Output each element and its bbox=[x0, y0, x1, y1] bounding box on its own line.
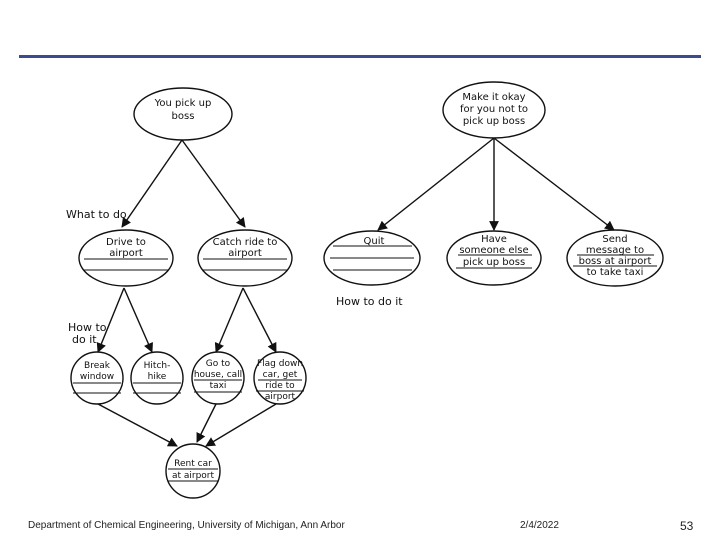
node-text: You pick up bbox=[154, 98, 212, 109]
node-text: Break bbox=[84, 361, 111, 371]
footer-department: Department of Chemical Engineering, Univ… bbox=[28, 520, 345, 531]
node-text: Make it okay bbox=[462, 92, 525, 103]
connector-arrows bbox=[96, 137, 615, 447]
node-text: airport bbox=[228, 248, 262, 259]
node-text: Drive to bbox=[106, 237, 146, 248]
node-flag-down-car: Flag down car, get ride to airport bbox=[253, 351, 307, 405]
node-text: for you not to bbox=[460, 104, 528, 115]
node-text: airport bbox=[265, 392, 296, 402]
node-drive-to-airport: Drive to airport bbox=[78, 229, 174, 287]
what-to-do-label: What to do bbox=[66, 208, 127, 221]
arrow-ride-to-house bbox=[214, 287, 244, 353]
node-rent-car-at-airport: Rent car at airport bbox=[165, 443, 221, 499]
title-divider-line bbox=[19, 55, 701, 58]
node-hitchhike: Hitch- hike bbox=[130, 351, 184, 405]
node-text: pick up boss bbox=[463, 116, 525, 127]
node-text: window bbox=[80, 372, 114, 382]
node-text: Go to bbox=[206, 359, 231, 369]
node-text: Hitch- bbox=[144, 361, 171, 371]
node-break-window: Break window bbox=[70, 351, 124, 405]
node-send-message: Send message to boss at airport to take … bbox=[566, 229, 664, 287]
node-make-it-okay: Make it okay for you not to pick up boss bbox=[442, 81, 546, 139]
node-text: Quit bbox=[364, 236, 385, 247]
footer-date: 2/4/2022 bbox=[520, 520, 559, 531]
how-to-do-it-label-left-line2: do it bbox=[72, 333, 97, 346]
node-text: Have bbox=[481, 234, 507, 245]
node-text: ride to bbox=[265, 381, 295, 391]
arrow-break-to-rent bbox=[97, 403, 178, 447]
node-text: Flag down bbox=[257, 359, 303, 369]
arrow-drive-to-hitch bbox=[123, 287, 153, 353]
arrow-okay-to-quit bbox=[377, 137, 495, 231]
node-text: Send bbox=[602, 234, 627, 245]
arrow-boss-to-drive bbox=[121, 139, 183, 228]
node-text: boss bbox=[172, 111, 195, 122]
node-have-someone-else: Have someone else pick up boss bbox=[446, 230, 542, 286]
node-text: message to bbox=[586, 245, 644, 256]
footer-page-number: 53 bbox=[680, 519, 694, 533]
node-text: to take taxi bbox=[587, 267, 644, 278]
node-text: car, get bbox=[263, 370, 298, 380]
node-text: hike bbox=[148, 372, 167, 382]
node-quit: Quit bbox=[323, 230, 421, 286]
node-text: pick up boss bbox=[463, 257, 525, 268]
arrow-house-to-rent bbox=[196, 403, 217, 443]
node-go-to-house: Go to house, call taxi bbox=[191, 351, 245, 405]
node-catch-ride-to-airport: Catch ride to airport bbox=[197, 229, 293, 287]
arrow-okay-to-message bbox=[493, 137, 615, 231]
node-text: Catch ride to bbox=[213, 237, 278, 248]
node-text: someone else bbox=[459, 245, 528, 256]
node-text: at airport bbox=[172, 471, 215, 481]
arrow-flag-to-rent bbox=[205, 403, 277, 447]
node-text: boss at airport bbox=[579, 256, 652, 267]
node-text: Rent car bbox=[174, 459, 212, 469]
arrow-boss-to-catch-ride bbox=[181, 139, 246, 228]
node-you-pick-up-boss: You pick up boss bbox=[133, 87, 233, 141]
node-text: taxi bbox=[210, 381, 227, 391]
arrow-drive-to-break bbox=[96, 287, 125, 353]
node-text: airport bbox=[109, 248, 143, 259]
node-text: house, call bbox=[194, 370, 242, 380]
arrow-ride-to-flag bbox=[242, 287, 277, 353]
how-to-do-it-label-center: How to do it bbox=[336, 295, 403, 308]
how-to-do-it-label-left-line1: How to bbox=[68, 321, 107, 334]
